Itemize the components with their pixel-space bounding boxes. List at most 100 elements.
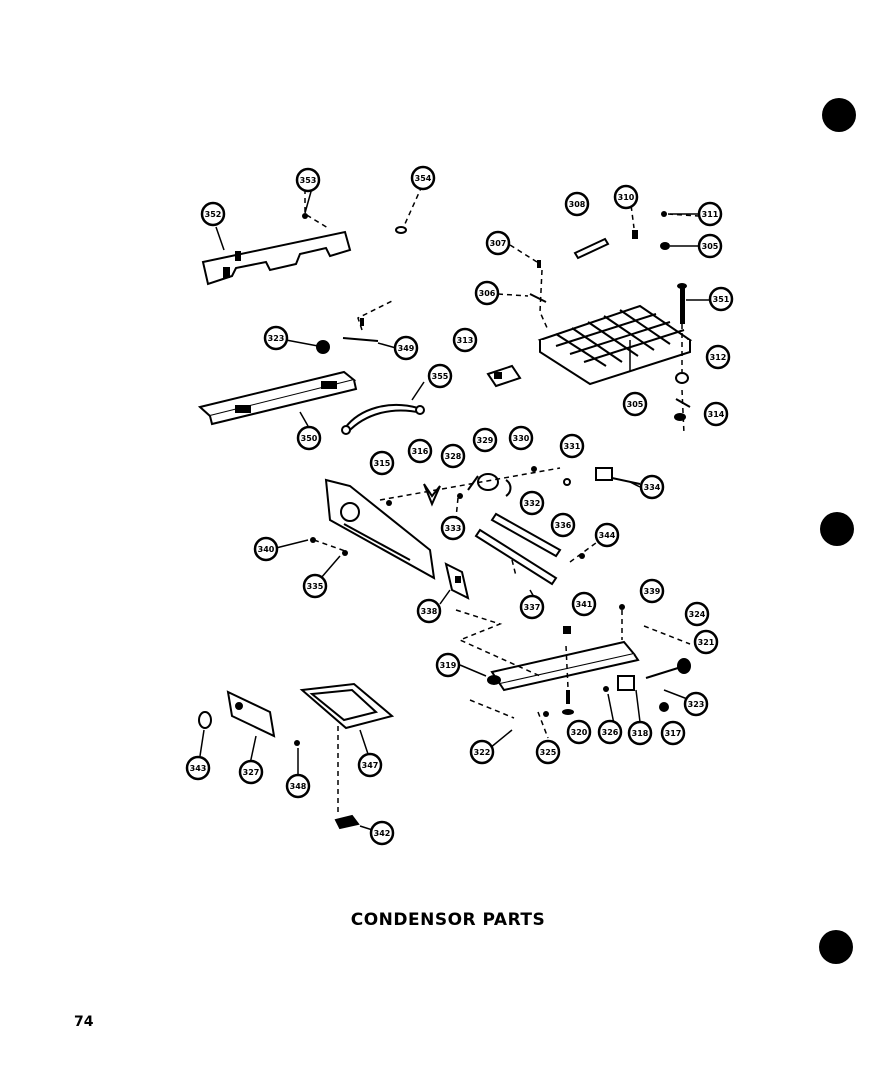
callout-leaders (199, 187, 712, 834)
callout-330: 330 (508, 425, 534, 451)
callout-label: 317 (665, 729, 682, 738)
callout-label: 354 (415, 174, 432, 183)
callout-label: 334 (644, 483, 661, 492)
callout-341: 341 (571, 591, 597, 617)
part-drain-pan-345 (299, 682, 395, 830)
part-pin-306 (529, 237, 610, 303)
callout-bubbles: 352 353 354 307 306 308 310 311 305 313 351 323 349 3… (185, 165, 734, 846)
callout-354: 354 (410, 165, 436, 191)
callout-label: 328 (445, 452, 462, 461)
callout-label: 315 (374, 459, 391, 468)
callout-label: 331 (564, 442, 581, 451)
callout-label: 311 (702, 210, 719, 219)
callout-350: 350 (296, 425, 322, 451)
part-block-320 (617, 658, 691, 691)
callout-310: 310 (613, 184, 639, 210)
callout-307: 307 (485, 230, 511, 256)
part-channel-350 (197, 370, 358, 426)
callout-335: 335 (302, 573, 328, 599)
callout-349: 349 (393, 335, 419, 361)
callout-label: 324 (689, 610, 706, 619)
callout-label: 305 (702, 242, 719, 251)
callout-315: 315 (369, 450, 395, 476)
callout-305: 305 (697, 233, 723, 259)
callout-338: 338 (416, 598, 442, 624)
callout-331: 331 (559, 433, 585, 459)
callout-label: 305 (627, 400, 644, 409)
callout-353: 353 (295, 167, 321, 193)
callout-324: 324 (684, 601, 710, 627)
callout-label: 340 (258, 545, 275, 554)
callout-label: 337 (524, 603, 541, 612)
callout-label: 336 (555, 521, 572, 530)
callout-label: 332 (524, 499, 541, 508)
callout-label: 323 (268, 334, 285, 343)
callout-323: 323 (683, 691, 709, 717)
callout-323: 323 (263, 325, 289, 351)
callout-340: 340 (253, 536, 279, 562)
callout-337: 337 (519, 594, 545, 620)
part-fan-motor (423, 473, 571, 507)
callout-label: 327 (243, 768, 260, 777)
callout-label: 338 (421, 607, 438, 616)
callout-317: 317 (660, 720, 686, 746)
part-shroud-344 (324, 478, 436, 580)
callout-label: 318 (632, 729, 649, 738)
binder-hole-bottom (819, 930, 853, 964)
callout-label: 335 (307, 582, 324, 591)
callout-306: 306 (474, 280, 500, 306)
callout-316: 316 (407, 438, 433, 464)
callout-347: 347 (357, 752, 383, 778)
callout-334: 334 (639, 474, 665, 500)
callout-label: 325 (540, 748, 557, 757)
callout-344: 344 (594, 522, 620, 548)
callout-348: 348 (285, 773, 311, 799)
callout-label: 352 (205, 210, 222, 219)
callout-label: 349 (398, 344, 415, 353)
callout-label: 308 (569, 200, 586, 209)
callout-label: 344 (599, 531, 616, 540)
callout-label: 333 (445, 524, 462, 533)
part-bracket-352 (201, 230, 352, 286)
callout-label: 350 (301, 434, 318, 443)
part-grommet-314 (674, 372, 691, 421)
callout-label: 347 (362, 761, 379, 770)
callout-312: 312 (705, 344, 731, 370)
callout-319: 319 (435, 652, 461, 678)
callout-label: 348 (290, 782, 307, 791)
part-rail-338 (474, 512, 562, 586)
callout-332: 332 (519, 490, 545, 516)
part-relay-340 (595, 467, 641, 485)
callout-label: 321 (698, 638, 715, 647)
callout-308: 308 (564, 191, 590, 217)
callout-label: 353 (300, 176, 317, 185)
callout-325: 325 (535, 739, 561, 765)
callout-320: 320 (566, 719, 592, 745)
callout-label: 322 (474, 748, 491, 757)
callout-label: 355 (432, 372, 449, 381)
callout-label: 313 (457, 336, 474, 345)
callout-339: 339 (639, 578, 665, 604)
callout-label: 326 (602, 728, 619, 737)
callout-352: 352 (200, 201, 226, 227)
part-bracket-347 (198, 690, 276, 738)
part-bracket-305 (486, 364, 522, 388)
page-number: 74 (74, 1014, 94, 1030)
callout-342: 342 (369, 820, 395, 846)
callout-314: 314 (703, 401, 729, 427)
callout-326: 326 (597, 719, 623, 745)
callout-label: 312 (710, 353, 727, 362)
callout-351: 351 (708, 286, 734, 312)
binder-hole-middle (820, 512, 854, 546)
callout-label: 342 (374, 829, 391, 838)
callout-label: 329 (477, 436, 494, 445)
binder-hole-top (822, 98, 856, 132)
leader-lines (304, 185, 699, 812)
diagram-title: CONDENSOR PARTS (350, 910, 546, 930)
callout-329: 329 (472, 427, 498, 453)
callout-label: 341 (576, 600, 593, 609)
callout-label: 319 (440, 661, 457, 670)
callout-label: 316 (412, 447, 429, 456)
callout-label: 310 (618, 193, 635, 202)
